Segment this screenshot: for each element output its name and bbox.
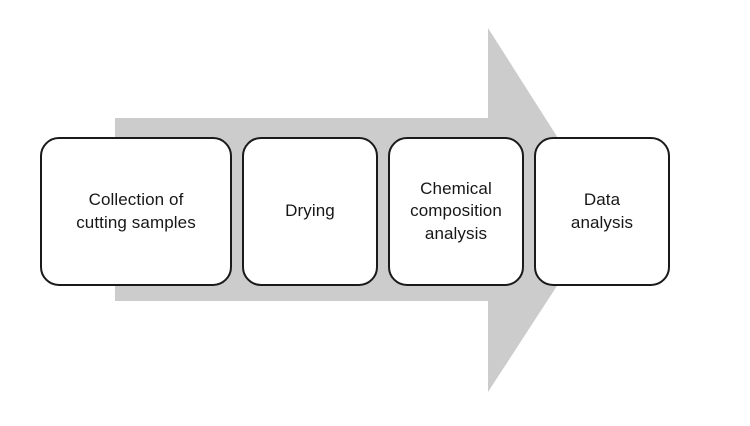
process-step-box-1[interactable]: Collection of cutting samples [40,137,232,286]
process-step-box-3[interactable]: Chemical composition analysis [388,137,524,286]
process-step-label-1: Collection of cutting samples [76,190,196,232]
process-step-label-4: Data analysis [570,190,634,232]
process-step-label-3: Chemical composition analysis [410,178,502,243]
process-step-box-4[interactable]: Data analysis [534,137,670,286]
process-step-box-2[interactable]: Drying [242,137,378,286]
process-step-label-2: Drying [285,201,335,221]
